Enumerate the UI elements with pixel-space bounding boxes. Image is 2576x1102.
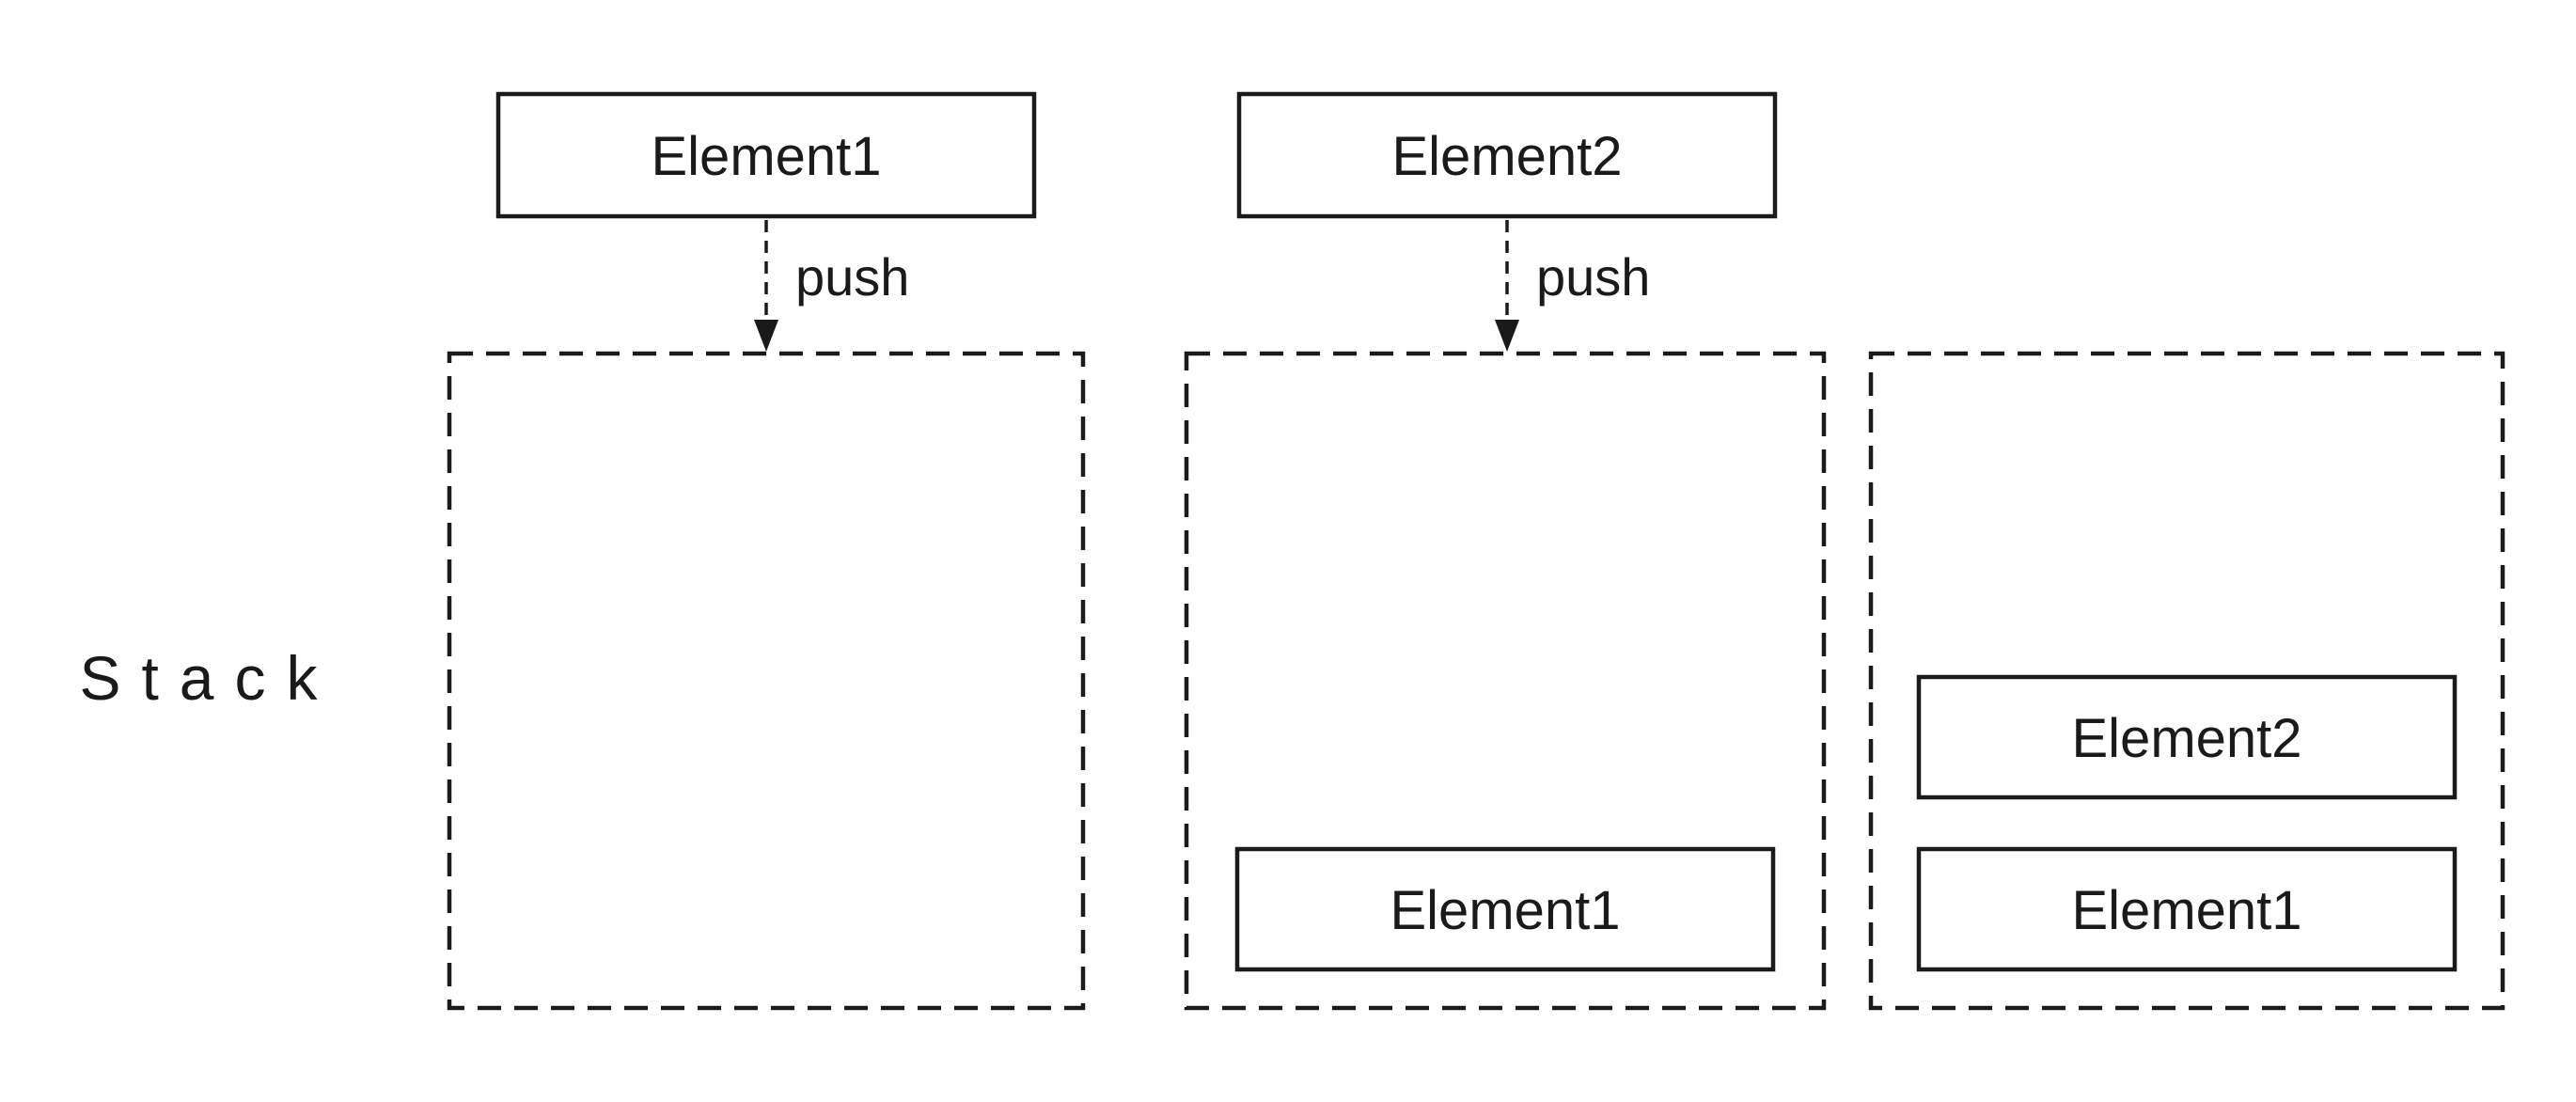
source-box-element1	[495, 91, 1037, 219]
stack3-item-element2-box	[1916, 674, 2458, 800]
push-arrow-1-label: push	[795, 247, 909, 307]
push-arrow-2-head	[1495, 320, 1519, 352]
source-box-element2-label: Element2	[1391, 126, 1622, 187]
push-arrow-1-head	[754, 320, 778, 352]
stack2-item-element1-label: Element1	[1390, 880, 1620, 941]
stack-frame-after-first-push	[1184, 351, 1827, 1011]
stack3-item-element1-label: Element1	[2071, 880, 2301, 941]
stack3-item-element1-box	[1916, 846, 2458, 972]
push-arrow-2-label: push	[1536, 247, 1650, 307]
stack-frame-empty	[447, 351, 1086, 1011]
stack-side-label: Stack	[79, 643, 338, 713]
stack2-item-element1-box	[1234, 846, 1776, 972]
stack3-item-element2-label: Element2	[2071, 708, 2301, 769]
stack-frame-after-second-push	[1868, 351, 2505, 1011]
source-box-element2	[1236, 91, 1778, 219]
source-box-element1-label: Element1	[651, 126, 881, 187]
